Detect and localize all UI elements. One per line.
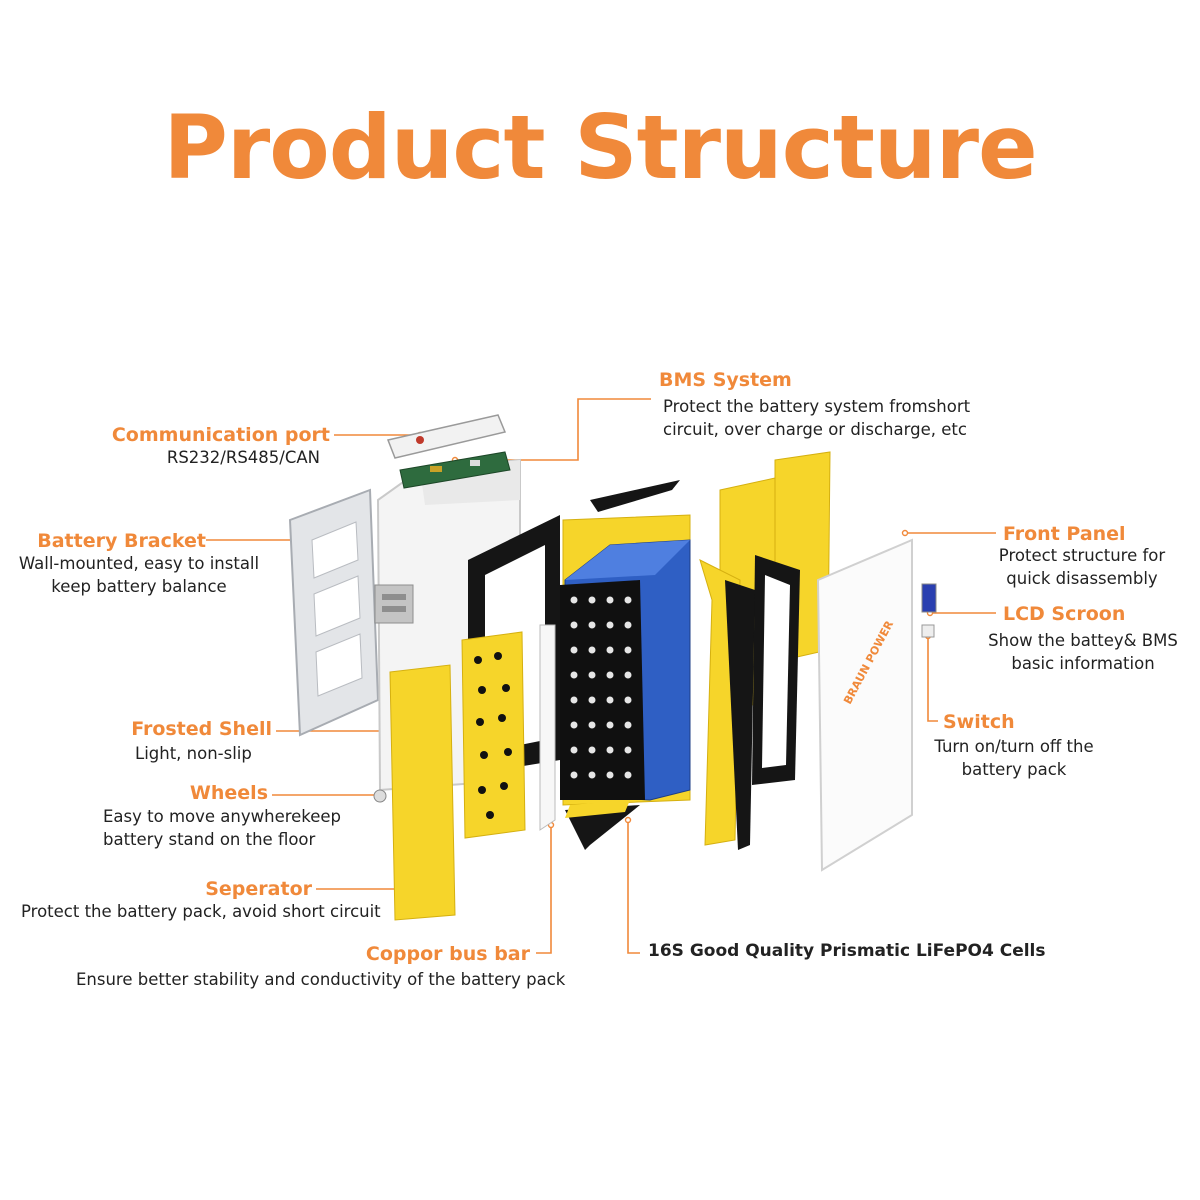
bms-desc-2: circuit, over charge or discharge, etc: [663, 420, 967, 439]
front-panel-desc-1: Protect structure for: [998, 546, 1166, 565]
battery-bracket-part: [288, 488, 380, 737]
switch-desc-2: battery pack: [961, 760, 1067, 779]
leader-cells: [627, 820, 640, 954]
page-title: Product Structure: [163, 96, 1037, 199]
cell-frame-front-part: [699, 555, 800, 850]
wheels-desc-1: Easy to move anywherekeep: [103, 807, 342, 826]
switch-icon: [921, 624, 935, 638]
front-panel-desc-2: quick disassembly: [1006, 569, 1158, 588]
lcd-desc-1: Show the battey& BMS: [988, 631, 1178, 650]
busbar-desc: Ensure better stability and conductivity…: [76, 970, 566, 989]
bms-board-part: [399, 451, 511, 489]
bracket-desc-2: keep battery balance: [51, 577, 227, 596]
lcd-desc-2: basic information: [1011, 654, 1155, 673]
separator-label: Seperator: [205, 878, 312, 900]
separator-desc: Protect the battery pack, avoid short ci…: [21, 902, 381, 921]
shell-desc: Light, non-slip: [135, 744, 252, 763]
lifepo4-cell-stack: [560, 539, 691, 801]
bus-bar-part: [539, 624, 640, 850]
switch-desc-1: Turn on/turn off the: [934, 737, 1094, 756]
leader-dot-cells: [624, 816, 632, 824]
bracket-label: Battery Bracket: [37, 530, 206, 552]
wheels-label: Wheels: [189, 782, 268, 804]
wheels-desc-2: battery stand on the floor: [103, 830, 316, 849]
bms-label: BMS System: [659, 369, 792, 391]
comm-port-desc: RS232/RS485/CAN: [166, 448, 320, 467]
separator-part: [389, 631, 526, 921]
wheel-icon: [373, 789, 387, 803]
front-panel-part: BRAUN POWER: [816, 538, 937, 872]
cells-label: 16S Good Quality Prismatic LiFePO4 Cells: [648, 941, 1046, 961]
leader-dot-front: [901, 529, 909, 537]
leader-switch: [927, 636, 938, 722]
communication-port-part: [386, 414, 507, 459]
front-panel-label: Front Panel: [1003, 523, 1126, 545]
bms-desc-1: Protect the battery system fromshort: [663, 397, 971, 416]
switch-label: Switch: [943, 711, 1015, 733]
leader-bus-bar: [536, 825, 552, 954]
lcd-label: LCD Scroon: [1003, 603, 1126, 625]
shell-label: Frosted Shell: [131, 718, 272, 740]
bracket-desc-1: Wall-mounted, easy to install: [18, 554, 260, 573]
comm-port-label: Communication port: [111, 424, 330, 446]
busbar-label: Coppor bus bar: [365, 943, 530, 965]
lcd-screen-icon: [921, 583, 937, 613]
